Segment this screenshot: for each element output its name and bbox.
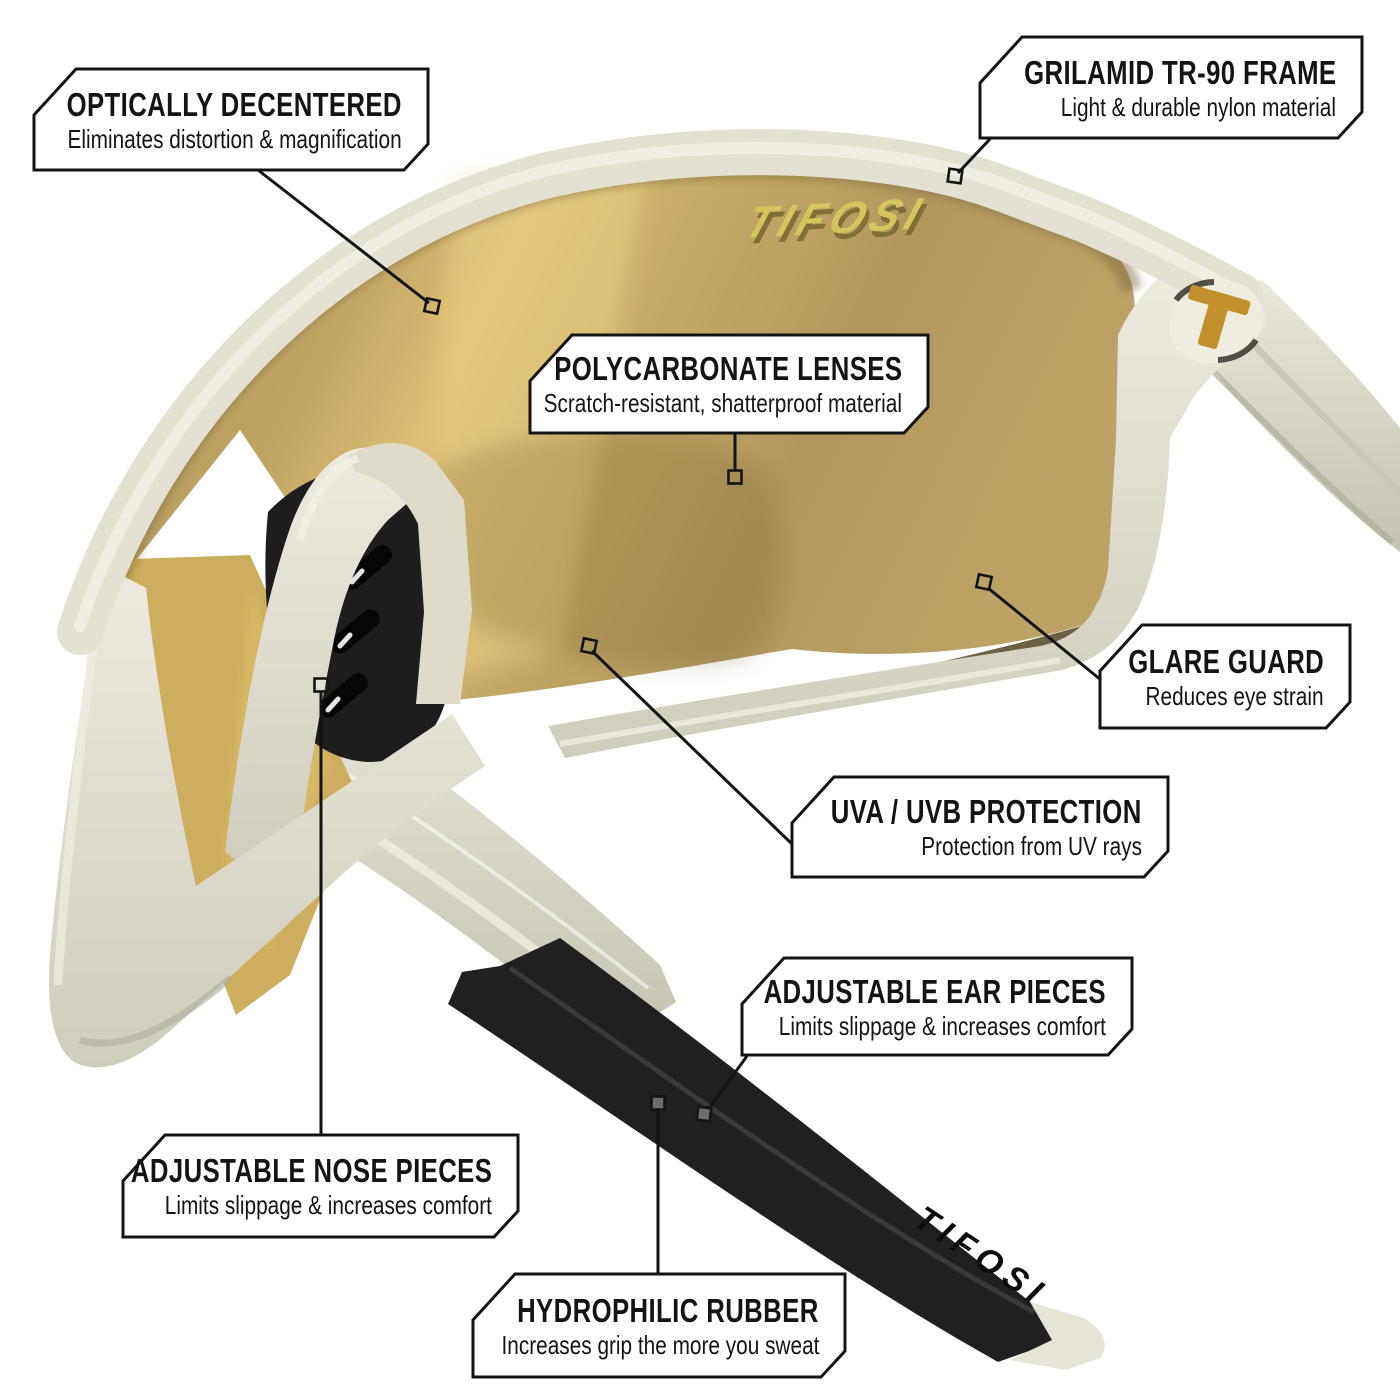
callout-box-nose-pieces [121, 1133, 520, 1239]
marker-hydrophilic-rubber [650, 1095, 666, 1111]
callout-box-optically-decentered [32, 67, 430, 172]
callout-box-uva-uvb [790, 775, 1170, 879]
hinge [1169, 279, 1263, 364]
frame-left-arm [49, 566, 486, 1068]
connector-glare-guard [987, 586, 1102, 682]
callout-box-ear-pieces [740, 956, 1134, 1057]
frame-top-band [57, 129, 1263, 655]
connector-optically-decentered [257, 168, 430, 305]
marker-uva-uvb [579, 636, 599, 656]
connector-uva-uvb [590, 649, 795, 847]
marker-ear-pieces [695, 1105, 713, 1123]
marker-nose-pieces [313, 677, 329, 693]
svg-text:TIFOSI: TIFOSI [742, 194, 937, 253]
callout-box-glare-guard [1098, 623, 1352, 730]
callout-box-hydrophilic-rubber [471, 1272, 847, 1379]
marker-polycarbonate-lenses [727, 469, 743, 485]
callout-box-polycarbonate-lenses [528, 333, 930, 435]
marker-grilamid-frame [946, 167, 964, 185]
marker-optically-decentered [422, 296, 442, 316]
ear-piece-tip [1010, 1302, 1105, 1370]
connector-grilamid-frame [956, 137, 992, 175]
frame-right-side [548, 262, 1268, 758]
connector-ear-pieces [706, 1055, 749, 1111]
hinge-t-logo [1188, 285, 1251, 350]
lens-logo-text: TIFOSI [739, 188, 934, 247]
nose-bridge [225, 443, 472, 872]
lens-logo: TIFOSI TIFOSI [739, 188, 937, 253]
marker-glare-guard [974, 572, 994, 592]
callout-box-grilamid-frame [978, 35, 1364, 140]
